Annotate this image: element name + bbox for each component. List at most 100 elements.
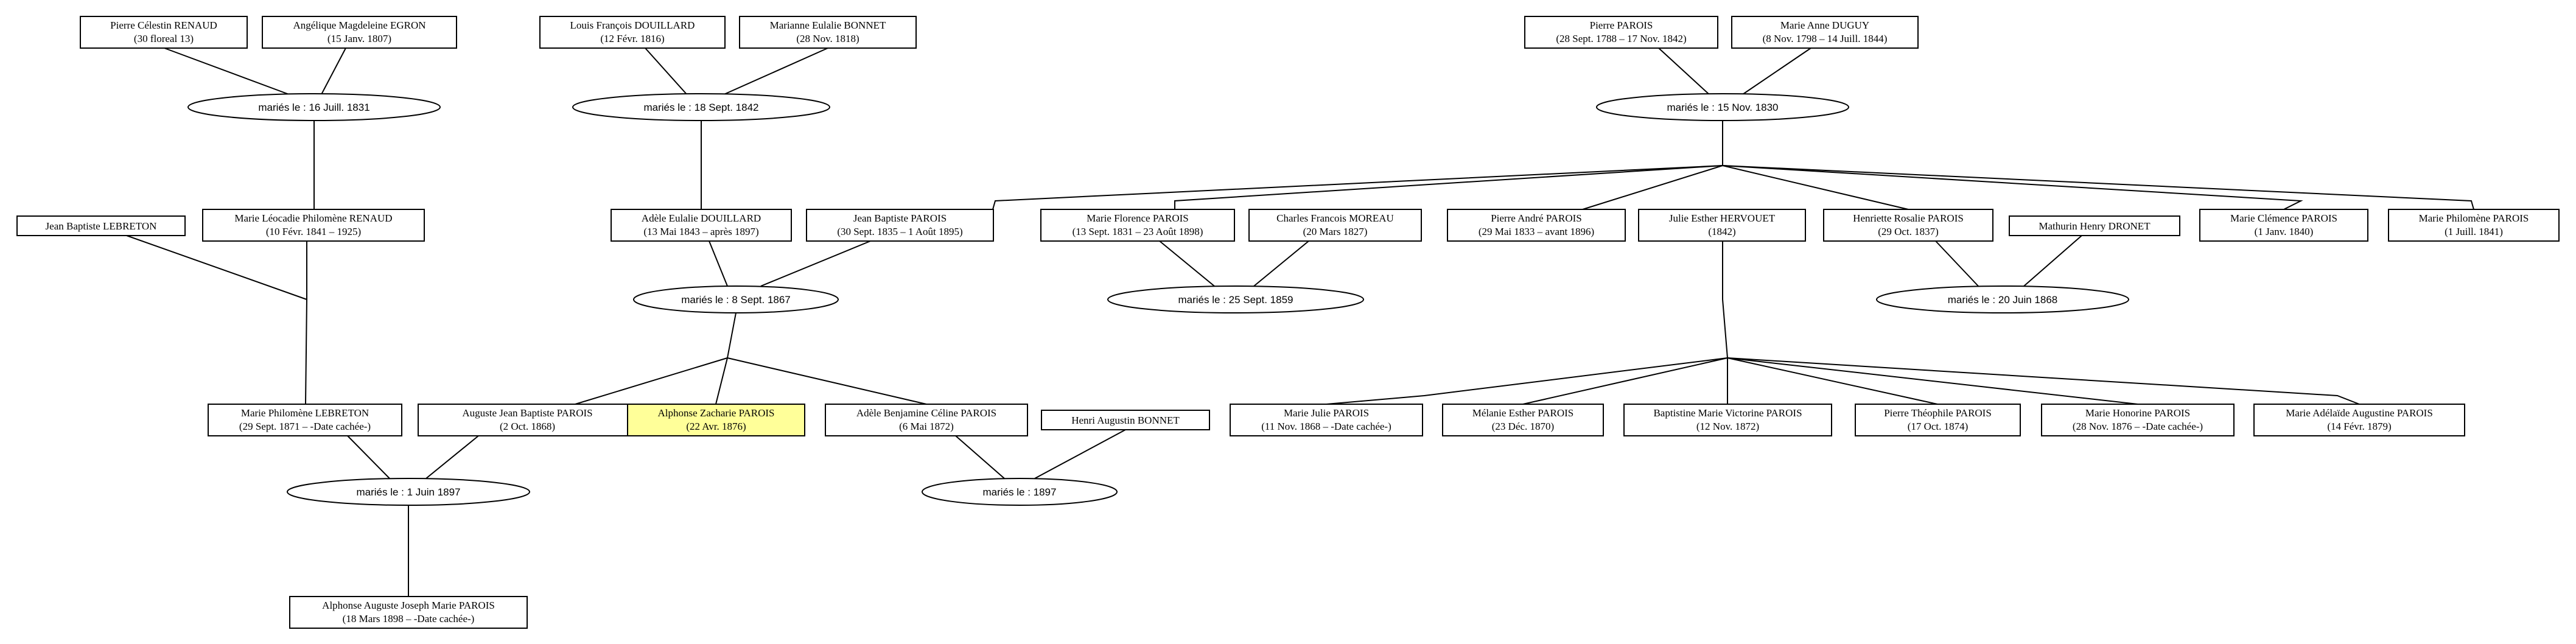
person-node[interactable]: Pierre Théophile PAROIS(17 Oct. 1874) (1855, 404, 2021, 436)
person-name: Marie Adélaïde Augustine PAROIS (2286, 407, 2433, 419)
person-node[interactable]: Marie Philomène LEBRETON(29 Sept. 1871 –… (208, 404, 402, 436)
person-box (2041, 404, 2235, 436)
connector-line (1727, 357, 2360, 405)
marriage-label: mariés le : 18 Sept. 1842 (643, 102, 758, 113)
person-node[interactable]: Marie Philomène PAROIS(1 Juill. 1841) (2388, 209, 2560, 242)
person-dates: (13 Sept. 1831 – 23 Août 1898) (1073, 226, 1203, 237)
person-node[interactable]: Baptistine Marie Victorine PAROIS(12 Nov… (1623, 404, 1832, 436)
person-node[interactable]: Marie Adélaïde Augustine PAROIS(14 Févr.… (2253, 404, 2465, 436)
connector-line (320, 47, 346, 96)
person-name: Marie Honorine PAROIS (2085, 407, 2190, 419)
person-node[interactable]: Marianne Eulalie BONNET(28 Nov. 1818) (739, 16, 917, 49)
person-box (2009, 215, 2180, 236)
person-box (825, 404, 1028, 436)
connector-line (709, 240, 728, 287)
connector-line (727, 312, 737, 359)
person-node[interactable]: Louis François DOUILLARD(12 Févr. 1816) (539, 16, 726, 49)
person-name: Marie Philomène PAROIS (2419, 212, 2529, 224)
person-name: Marie Clémence PAROIS (2230, 212, 2337, 224)
marriage-ellipse (922, 478, 1118, 506)
connector-line (715, 357, 728, 405)
connector-line (992, 165, 1723, 210)
person-name: Louis François DOUILLARD (570, 19, 695, 31)
person-node[interactable]: Auguste Jean Baptiste PAROIS(2 Oct. 1868… (418, 404, 637, 436)
marriage-ellipse (287, 478, 530, 506)
person-box (208, 404, 402, 436)
person-name: Mathurin Henry DRONET (2039, 220, 2151, 232)
tree-connectors (126, 47, 2474, 597)
person-node[interactable]: Charles Francois MOREAU(20 Mars 1827) (1248, 209, 1422, 242)
person-node[interactable]: Angélique Magdeleine EGRON(15 Janv. 1807… (262, 16, 457, 49)
person-box (539, 16, 726, 49)
person-name: Auguste Jean Baptiste PAROIS (462, 407, 592, 419)
person-dates: (11 Nov. 1868 – -Date cachée-) (1261, 421, 1391, 432)
marriage-ellipse (572, 93, 830, 121)
marriage-node: mariés le : 8 Sept. 1867 (633, 285, 839, 313)
person-node[interactable]: Marie Honorine PAROIS (28 Nov. 1876 – -Da… (2041, 404, 2235, 436)
connector-line (1722, 299, 1728, 359)
person-node[interactable]: Henri Augustin BONNET (1041, 410, 1210, 430)
connector-line (1727, 357, 2138, 405)
marriage-label: mariés le : 1 Juin 1897 (356, 486, 460, 498)
person-node[interactable]: Marie Anne DUGUY(8 Nov. 1798 – 14 Juill.… (1731, 16, 1919, 49)
person-node[interactable]: Marie Julie PAROIS(11 Nov. 1868 – -Date … (1230, 404, 1423, 436)
person-dates: (1842) (1708, 226, 1735, 237)
marriage-node: mariés le : 1 Juin 1897 (287, 478, 530, 506)
person-node[interactable]: Adèle Benjamine Céline PAROIS(6 Mai 1872… (825, 404, 1028, 436)
person-box (202, 209, 425, 242)
person-node[interactable]: Adèle Eulalie DOUILLARD(13 Mai 1843 – ap… (611, 209, 792, 242)
person-name: Angélique Magdeleine EGRON (293, 19, 425, 31)
person-box (289, 596, 528, 629)
person-node[interactable]: Jean Baptiste LEBRETON (16, 215, 186, 236)
person-dates: (22 Avr. 1876) (686, 421, 746, 432)
person-box (2253, 404, 2465, 436)
person-node[interactable]: Marie Clémence PAROIS (1 Janv. 1840) (2199, 209, 2368, 242)
connector-line (1174, 165, 1723, 209)
person-box (627, 404, 805, 436)
person-node[interactable]: Pierre PAROIS(28 Sept. 1788 – 17 Nov. 18… (1524, 16, 1718, 49)
person-box (16, 215, 186, 236)
marriage-label: mariés le : 16 Juill. 1831 (258, 102, 369, 113)
person-node[interactable]: Pierre André PAROIS (29 Mai 1833 – avant … (1447, 209, 1626, 242)
person-node[interactable]: Alphonse Auguste Joseph Marie PAROIS(18 … (289, 596, 528, 629)
person-name: Mélanie Esther PAROIS (1472, 407, 1574, 419)
person-node[interactable]: Pierre Célestin RENAUD(30 floreal 13) (80, 16, 248, 49)
marriage-node: mariés le : 16 Juill. 1831 (187, 93, 441, 121)
connector-line (645, 47, 688, 96)
person-dates: (1 Janv. 1840) (2255, 226, 2314, 237)
person-name: Pierre André PAROIS (1491, 212, 1582, 224)
person-node[interactable]: Marie Florence PAROIS(13 Sept. 1831 – 23… (1040, 209, 1235, 242)
marriage-node: mariés le : 25 Sept. 1859 (1107, 285, 1364, 313)
connector-line (1740, 47, 1811, 96)
person-box (1638, 209, 1806, 242)
person-dates: (29 Mai 1833 – avant 1896) (1479, 226, 1594, 237)
person-dates: (29 Sept. 1871 – -Date cachée-) (239, 421, 371, 432)
person-node[interactable]: Alphonse Zacharie PAROIS(22 Avr. 1876) (627, 404, 805, 436)
person-box (1230, 404, 1423, 436)
connector-line (1722, 165, 2303, 210)
person-box (1447, 209, 1626, 242)
person-node[interactable]: Mathurin Henry DRONET (2009, 215, 2180, 236)
connector-line (1034, 429, 1126, 479)
marriage-ellipse (1107, 285, 1364, 313)
connector-line (575, 357, 728, 405)
connector-line (1582, 165, 1723, 210)
marriage-label: mariés le : 15 Nov. 1830 (1667, 102, 1779, 113)
marriage-label: mariés le : 25 Sept. 1859 (1178, 294, 1293, 306)
person-dates: (28 Nov. 1876 – -Date cachée-) (2073, 421, 2203, 432)
person-node[interactable]: Julie Esther HERVOUET(1842) (1638, 209, 1806, 242)
person-node[interactable]: Mélanie Esther PAROIS(23 Déc. 1870) (1442, 404, 1604, 436)
person-name: Marie Léocadie Philomène RENAUD (234, 212, 392, 224)
person-name: Pierre Célestin RENAUD (110, 19, 217, 31)
person-node[interactable]: Marie Léocadie Philomène RENAUD (10 Févr.… (202, 209, 425, 242)
person-box (418, 404, 637, 436)
person-name: Henri Augustin BONNET (1071, 415, 1180, 426)
person-dates: (10 Févr. 1841 – 1925) (266, 226, 361, 237)
person-node[interactable]: Henriette Rosalie PAROIS(29 Oct. 1837) (1823, 209, 1993, 242)
connector-line (1722, 165, 1909, 210)
connector-line (955, 435, 1005, 479)
connector-line (727, 357, 927, 405)
person-node[interactable]: Jean Baptiste PAROIS(30 Sept. 1835 – 1 A… (806, 209, 994, 242)
connector-line (1326, 357, 1728, 405)
